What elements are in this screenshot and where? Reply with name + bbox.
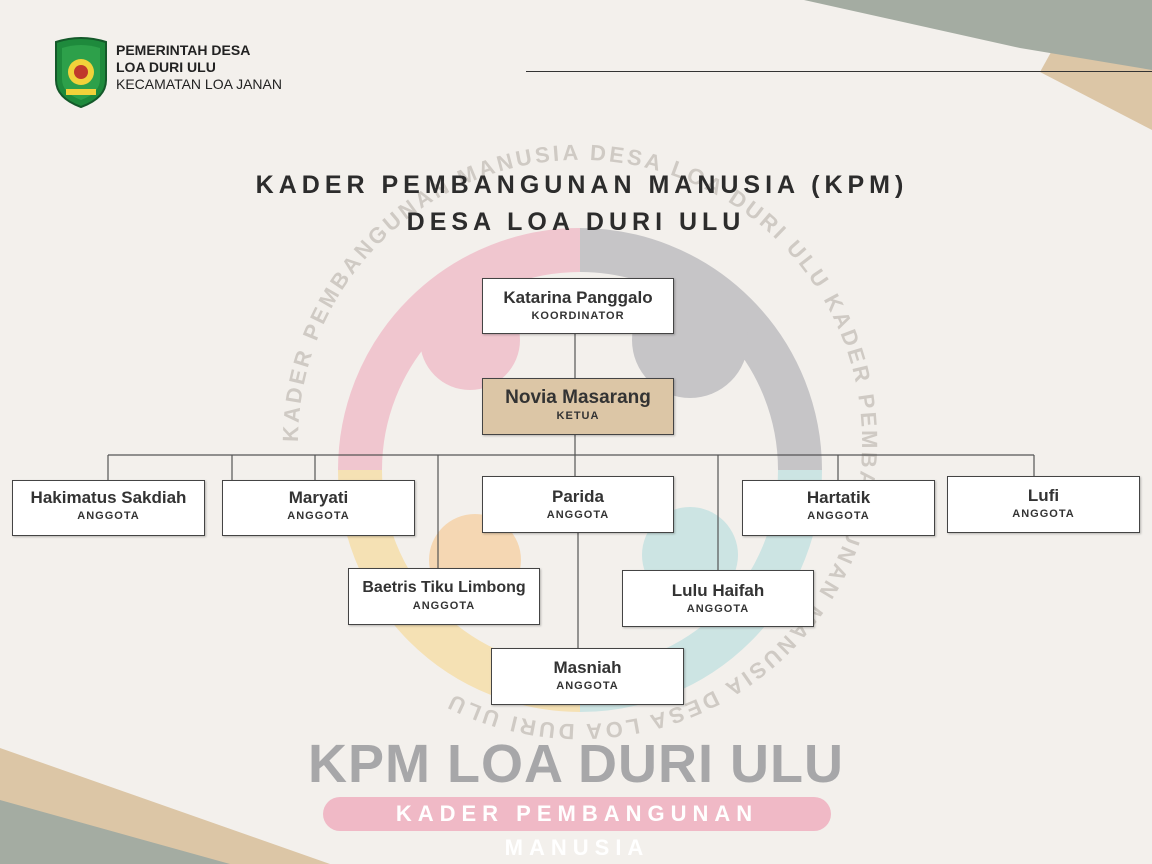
watermark-arc-pink [338, 228, 581, 471]
member-name: Hartatik [806, 488, 871, 507]
village-emblem-logo [55, 37, 107, 108]
header-divider [526, 71, 1152, 72]
member-role: ANGGOTA [546, 509, 610, 521]
member-name: Maryati [288, 488, 349, 507]
box-koordinator: Katarina Panggalo KOORDINATOR [482, 278, 674, 334]
header-line-1: PEMERINTAH DESA [116, 42, 251, 58]
member-role: ANGGOTA [1012, 508, 1075, 520]
ketua-role: KETUA [556, 410, 600, 422]
box-member-baetris: Baetris Tiku Limbong ANGGOTA [348, 568, 540, 625]
member-name: Hakimatus Sakdiah [30, 488, 187, 507]
member-role: ANGGOTA [686, 603, 750, 615]
box-member-parida: Parida ANGGOTA [482, 476, 674, 533]
box-ketua: Novia Masarang KETUA [482, 378, 674, 435]
header-line-2: LOA DURI ULU [116, 59, 216, 75]
header-text-block: PEMERINTAH DESA LOA DURI ULU KECAMATAN L… [116, 42, 282, 93]
box-member-masniah: Masniah ANGGOTA [491, 648, 684, 705]
ketua-name: Novia Masarang [505, 387, 651, 408]
box-member-lufi: Lufi ANGGOTA [947, 476, 1140, 533]
member-role: ANGGOTA [807, 510, 870, 522]
box-member-hakimatus: Hakimatus Sakdiah ANGGOTA [12, 480, 205, 536]
header-line-3: KECAMATAN LOA JANAN [116, 76, 282, 92]
box-member-hartatik: Hartatik ANGGOTA [742, 480, 935, 536]
member-role: ANGGOTA [77, 510, 140, 522]
koordinator-role: KOORDINATOR [531, 310, 625, 322]
corner-sage-bottom-left [0, 800, 230, 864]
page-title-line-1: KADER PEMBANGUNAN MANUSIA (KPM) [255, 171, 909, 199]
member-role: ANGGOTA [287, 510, 350, 522]
box-member-maryati: Maryati ANGGOTA [222, 480, 415, 536]
member-name: Baetris Tiku Limbong [362, 579, 526, 596]
member-role: ANGGOTA [556, 680, 619, 692]
watermark-title: KPM LOA DURI ULU [308, 734, 844, 794]
member-role: ANGGOTA [412, 600, 476, 612]
koordinator-name: Katarina Panggalo [503, 288, 653, 307]
member-name: Lufi [1027, 486, 1060, 505]
member-name: Masniah [553, 658, 622, 677]
corner-sage-top-right [804, 0, 1152, 70]
page-title-line-2: DESA LOA DURI ULU [406, 208, 746, 236]
member-name: Parida [552, 487, 604, 506]
member-name: Lulu Haifah [671, 581, 765, 600]
watermark-subtitle-pill: KADER PEMBANGUNAN MANUSIA [323, 797, 831, 860]
box-member-lulu: Lulu Haifah ANGGOTA [622, 570, 814, 627]
